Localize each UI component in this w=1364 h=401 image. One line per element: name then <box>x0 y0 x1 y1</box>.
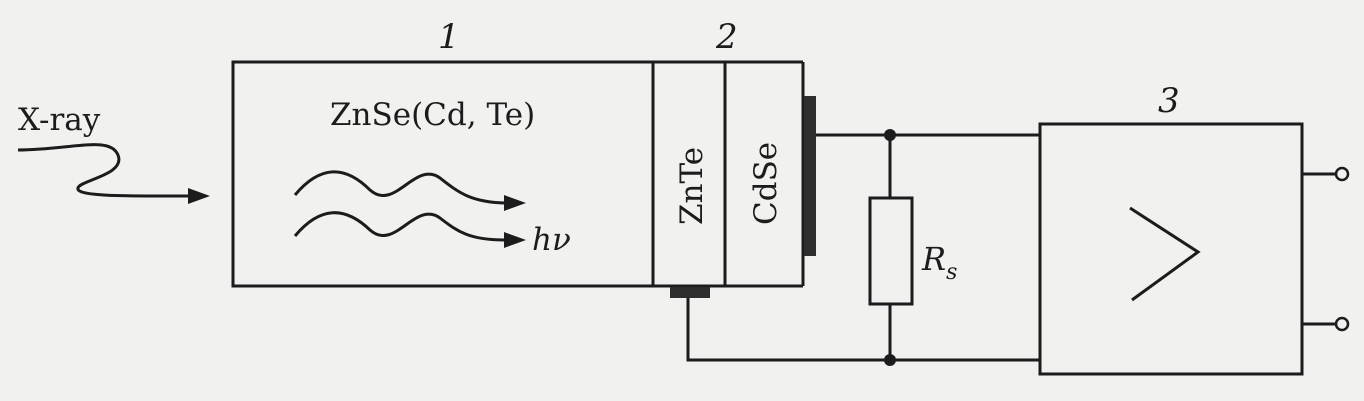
scintillator-box <box>231 60 655 288</box>
amplifier-block: 3 <box>1038 81 1350 376</box>
cdse-layer-label: CdSe <box>748 142 784 225</box>
heterojunction: 2 ZnTe CdSe <box>653 17 816 298</box>
junction-number: 2 <box>715 17 738 57</box>
photon-wave-upper <box>293 170 506 205</box>
xray-input: X-ray <box>17 102 210 204</box>
output-terminal-lower-icon <box>1334 316 1350 332</box>
cdse-contact <box>804 96 816 256</box>
photon-arrowhead-lower-icon <box>504 232 526 248</box>
load-resistor: Rs <box>868 196 957 306</box>
scintillator-block: 1 ZnSe(Cd, Te) hν <box>231 17 655 288</box>
scintillator-number: 1 <box>438 17 460 57</box>
amplifier-box <box>1038 122 1304 376</box>
znte-contact <box>670 287 710 298</box>
amplifier-number: 3 <box>1158 81 1180 121</box>
xray-arrowhead-icon <box>188 188 210 204</box>
photon-wave-lower <box>293 211 506 242</box>
znte-layer-label: ZnTe <box>674 147 710 225</box>
photon-label: hν <box>532 222 571 258</box>
resistor-label: Rs <box>921 240 957 285</box>
resistor-body <box>868 196 914 306</box>
photon-arrowhead-upper-icon <box>504 195 526 211</box>
wiring <box>686 133 1040 362</box>
scintillator-material-label: ZnSe(Cd, Te) <box>330 97 535 133</box>
lower-node <box>884 354 896 366</box>
amplifier-icon <box>1129 206 1201 302</box>
output-terminal-upper-icon <box>1334 166 1350 182</box>
upper-node <box>884 129 896 141</box>
xray-label: X-ray <box>18 102 101 138</box>
xray-wave <box>17 143 201 198</box>
